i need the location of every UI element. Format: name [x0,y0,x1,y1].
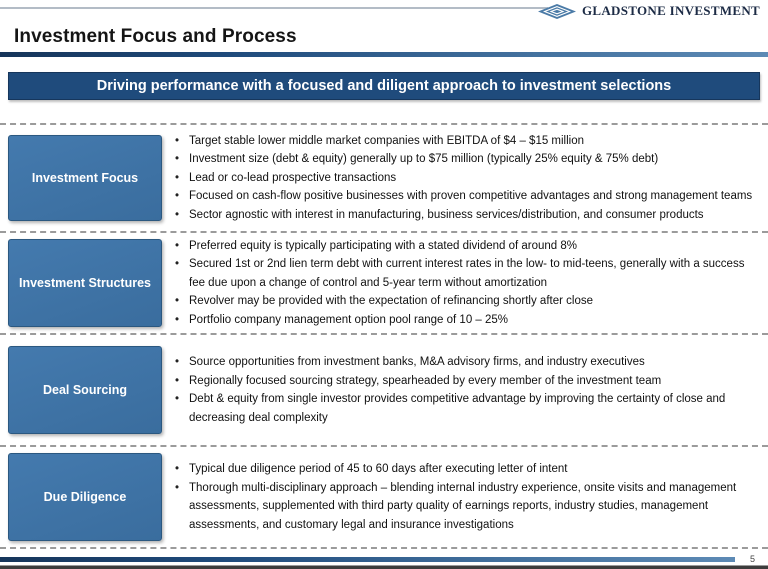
section-label-box: Deal Sourcing [8,346,162,434]
bullet-item: Secured 1st or 2nd lien term debt with c… [174,255,762,292]
section-label: Investment Focus [31,171,139,185]
section-due-diligence: Due Diligence Typical due diligence peri… [0,445,768,547]
bullet-item: Debt & equity from single investor provi… [174,390,762,427]
key-message-banner: Driving performance with a focused and d… [8,72,760,100]
bullet-list: Preferred equity is typically participat… [174,237,762,330]
section-investment-focus: Investment Focus Target stable lower mid… [0,123,768,231]
window-bottom-edge [0,565,768,569]
bullet-list: Typical due diligence period of 45 to 60… [174,460,762,534]
page-number: 5 [749,554,755,564]
section-label: Investment Structures [19,276,151,290]
sections-container: Investment Focus Target stable lower mid… [0,123,768,547]
section-label-box: Investment Structures [8,239,162,327]
bullet-item: Preferred equity is typically participat… [174,237,762,256]
logo-wordmark: GLADSTONE INVESTMENT [581,3,760,18]
footer-rule [0,557,735,562]
bullet-item: Portfolio company management option pool… [174,311,762,330]
bullet-list: Target stable lower middle market compan… [174,132,762,225]
title-underline-rule [0,52,768,57]
section-deal-sourcing: Deal Sourcing Source opportunities from … [0,333,768,445]
bullet-item: Target stable lower middle market compan… [174,132,762,151]
section-label-box: Due Diligence [8,453,162,541]
bullet-item: Focused on cash-flow positive businesses… [174,187,762,206]
bullet-item: Investment size (debt & equity) generall… [174,150,762,169]
header-divider [0,7,548,9]
page-title: Investment Focus and Process [14,26,297,47]
section-label: Due Diligence [43,490,127,504]
slide-footer: 5 [0,547,768,569]
bullet-item: Source opportunities from investment ban… [174,353,762,372]
bullet-list: Source opportunities from investment ban… [174,353,762,427]
section-investment-structures: Investment Structures Preferred equity i… [0,231,768,333]
bullet-item: Regionally focused sourcing strategy, sp… [174,372,762,391]
bullet-item: Typical due diligence period of 45 to 60… [174,460,762,479]
gladstone-diamond-icon [537,3,576,19]
key-message-text: Driving performance with a focused and d… [96,78,672,94]
bullet-item: Sector agnostic with interest in manufac… [174,206,762,225]
section-label: Deal Sourcing [42,383,128,397]
section-label-box: Investment Focus [8,135,162,221]
bullet-item: Lead or co-lead prospective transactions [174,169,762,188]
bullet-item: Revolver may be provided with the expect… [174,292,762,311]
company-logo: GLADSTONE INVESTMENT [537,3,760,19]
bullet-item: Thorough multi-disciplinary approach – b… [174,479,762,535]
